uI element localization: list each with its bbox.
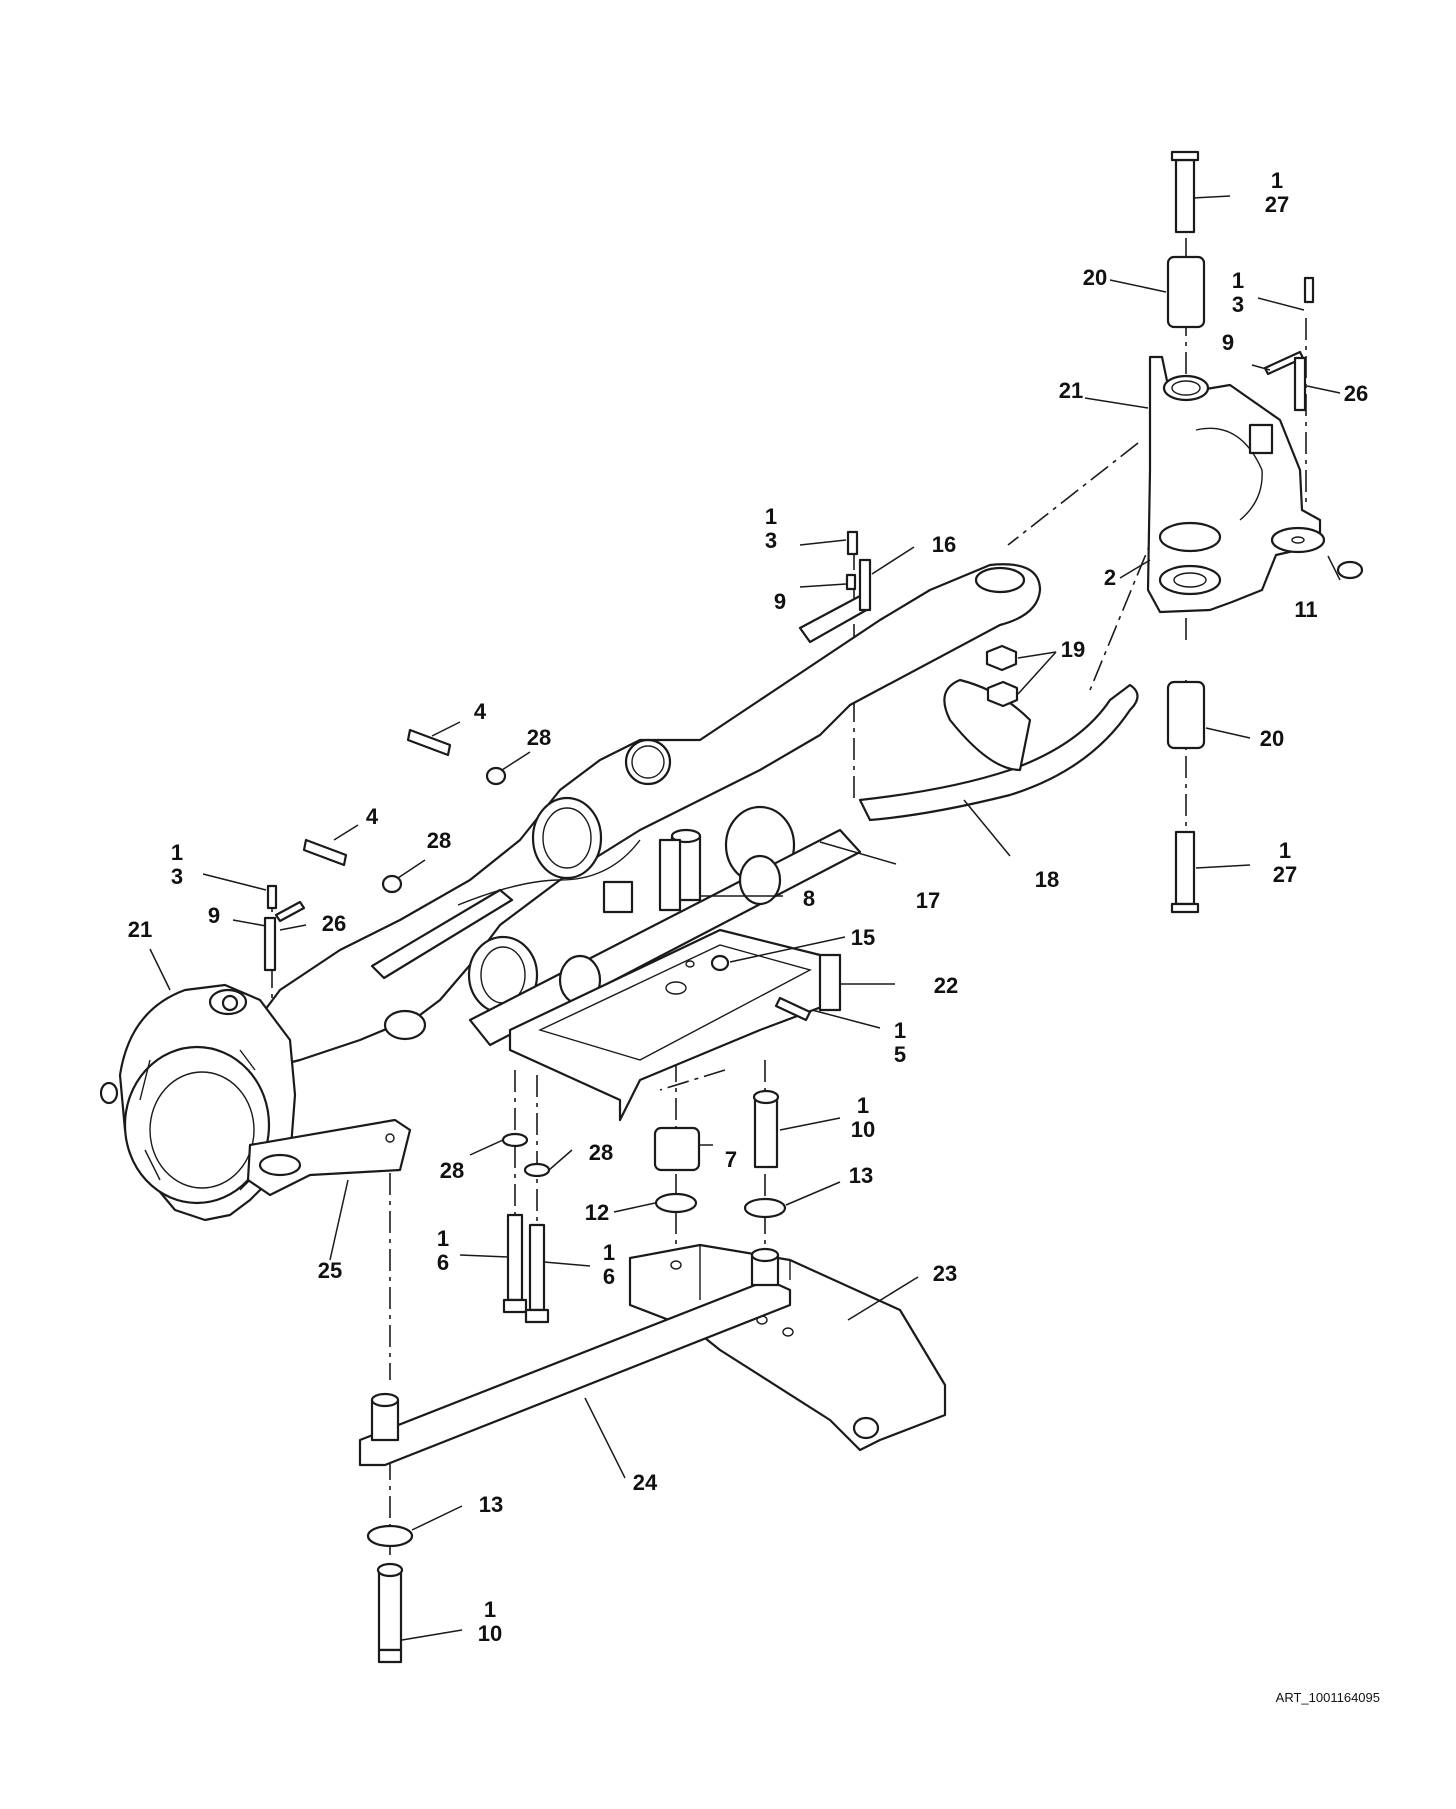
callout-24: 24 bbox=[633, 1470, 658, 1495]
callout-13-lower: 13 bbox=[479, 1492, 503, 1517]
callout-23: 23 bbox=[933, 1261, 957, 1286]
callout-20-top: 20 bbox=[1083, 265, 1107, 290]
callout-8: 8 bbox=[803, 886, 815, 911]
steering-cylinder bbox=[468, 828, 862, 1047]
callout-22: 22 bbox=[934, 973, 958, 998]
callout-4-lower: 4 bbox=[366, 804, 379, 829]
callout-11: 11 bbox=[1294, 597, 1317, 622]
callout-26-left: 26 bbox=[322, 911, 346, 936]
callout-28-bl: 28 bbox=[440, 1158, 464, 1183]
callout-28-upper: 28 bbox=[527, 725, 551, 750]
callout-25: 25 bbox=[318, 1258, 342, 1283]
callout-15: 15 bbox=[851, 925, 875, 950]
mounting-plate bbox=[508, 928, 842, 1122]
steering-knuckle-right bbox=[1146, 355, 1326, 614]
callout-7: 7 bbox=[725, 1147, 737, 1172]
callout-2: 2 bbox=[1104, 565, 1116, 590]
callout-28-lower: 28 bbox=[427, 828, 451, 853]
art-reference: ART_1001164095 bbox=[1276, 1690, 1380, 1705]
callout-21-right: 21 bbox=[1059, 378, 1083, 403]
callout-19: 19 bbox=[1061, 637, 1085, 662]
callout-28-br: 28 bbox=[589, 1140, 613, 1165]
callout-9-center: 9 bbox=[774, 589, 786, 614]
callout-12: 12 bbox=[585, 1200, 609, 1225]
callout-20-mid: 20 bbox=[1260, 726, 1284, 751]
callout-17: 17 bbox=[916, 888, 940, 913]
callout-9-left: 9 bbox=[208, 903, 220, 928]
bracket-arm bbox=[246, 1118, 412, 1197]
hardware bbox=[263, 150, 1364, 1664]
leader-lines bbox=[149, 195, 1341, 1641]
callout-4-upper: 4 bbox=[474, 699, 487, 724]
callout-26-right: 26 bbox=[1344, 381, 1368, 406]
link-arm bbox=[358, 1247, 792, 1467]
callout-16: 16 bbox=[932, 532, 956, 557]
callout-9-right: 9 bbox=[1222, 330, 1234, 355]
callout-21-left: 21 bbox=[128, 917, 152, 942]
callout-18: 18 bbox=[1035, 867, 1059, 892]
callout-13-upper: 13 bbox=[849, 1163, 873, 1188]
